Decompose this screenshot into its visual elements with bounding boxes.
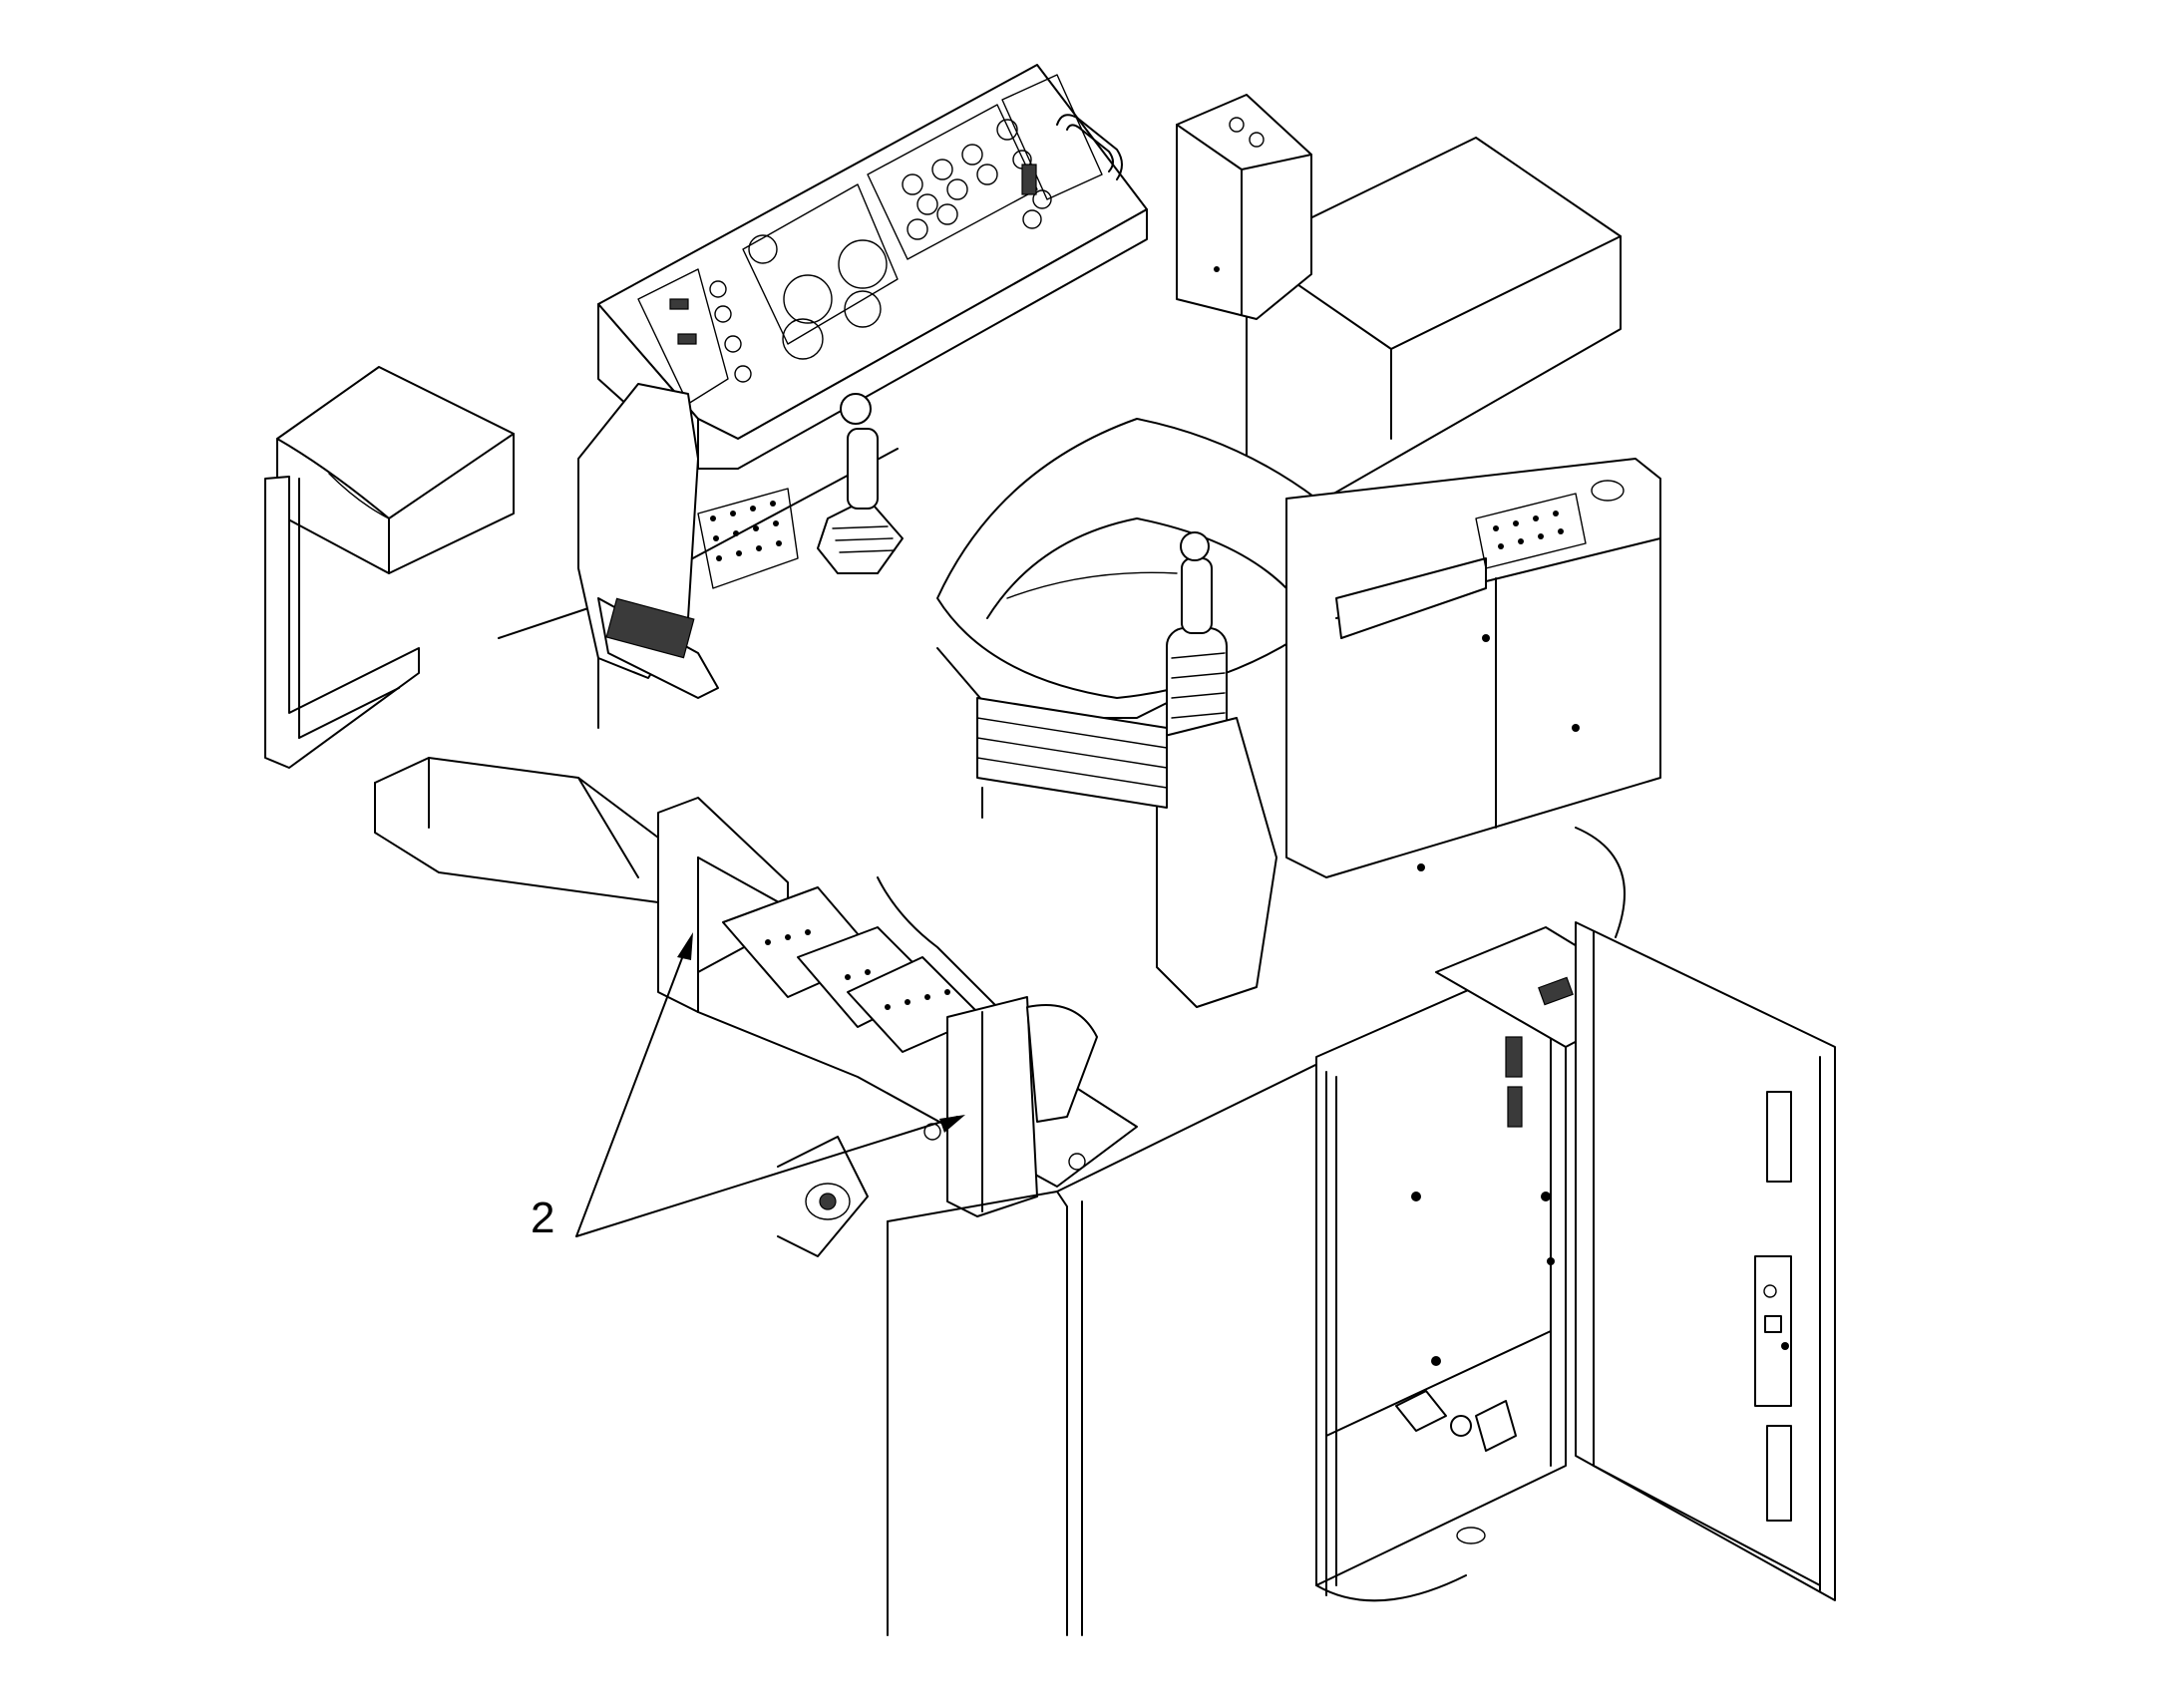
left-armrest-console [577,383,904,699]
left-joystick [817,393,904,574]
lower-cabinet [887,921,1836,1636]
callout-label-2: 2 [531,1194,555,1242]
keypad [710,501,782,561]
right-rear-console [1176,94,1312,320]
right-keypad [1493,511,1564,549]
right-armrest-console [1156,458,1661,1008]
arrowhead-right-post-icon [939,1115,965,1133]
leader-line-to-left-post [575,941,689,1237]
left-armrest-box [264,366,515,769]
arrowhead-left-post-icon [677,932,693,960]
pedal-frame [657,797,1138,1257]
seat-slider-rails [976,697,1168,819]
callout-2-leaders [575,932,965,1237]
leader-line-to-right-post [575,1116,958,1237]
right-joystick [1156,531,1277,1008]
